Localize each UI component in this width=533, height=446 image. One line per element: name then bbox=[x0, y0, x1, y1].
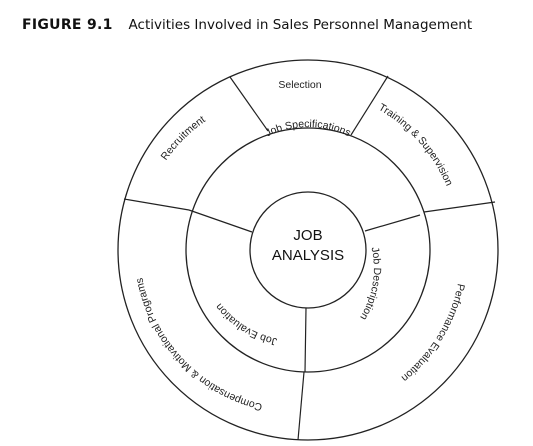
selection-label: Selection bbox=[278, 79, 321, 91]
divider-recruitment-selection bbox=[229, 76, 269, 132]
divider-selection-training bbox=[350, 75, 389, 136]
divider-performance-compensation bbox=[297, 371, 305, 441]
recruitment-text: Recruitment bbox=[159, 114, 208, 163]
core-label-line2: ANALYSIS bbox=[272, 247, 344, 264]
figure-title: Activities Involved in Sales Personnel M… bbox=[128, 17, 473, 33]
divider-description-evaluation bbox=[304, 307, 307, 373]
divider-compensation-recruitment bbox=[123, 198, 190, 211]
divider-specifications-description bbox=[364, 214, 421, 232]
training-supervision-text: Training & Supervision bbox=[377, 101, 456, 187]
inner-ring bbox=[185, 127, 431, 373]
divider-evaluation-specifications bbox=[188, 209, 253, 233]
figure-caption: FIGURE 9.1 Activities Involved in Sales … bbox=[22, 16, 472, 33]
core-label-line1: JOB bbox=[293, 227, 322, 244]
job-specifications-text: Job Specifications bbox=[263, 118, 352, 139]
divider-training-performance bbox=[423, 201, 496, 213]
job-specifications-label: Job Specifications bbox=[263, 118, 352, 139]
recruitment-label: Recruitment bbox=[159, 114, 208, 163]
outer-ring bbox=[117, 59, 499, 441]
job-description-label: Job Description bbox=[357, 246, 383, 322]
core-circle bbox=[249, 191, 367, 309]
job-evaluation-text: Job Evaluation bbox=[213, 301, 278, 348]
compensation-motivational-label: Compensation & Motivational Programs bbox=[133, 277, 263, 413]
training-supervision-label: Training & Supervision bbox=[377, 101, 456, 187]
job-evaluation-label: Job Evaluation bbox=[213, 301, 278, 348]
compensation-motivational-text: Compensation & Motivational Programs bbox=[133, 277, 263, 413]
figure-label: FIGURE 9.1 bbox=[22, 17, 113, 33]
job-description-text: Job Description bbox=[357, 246, 383, 322]
